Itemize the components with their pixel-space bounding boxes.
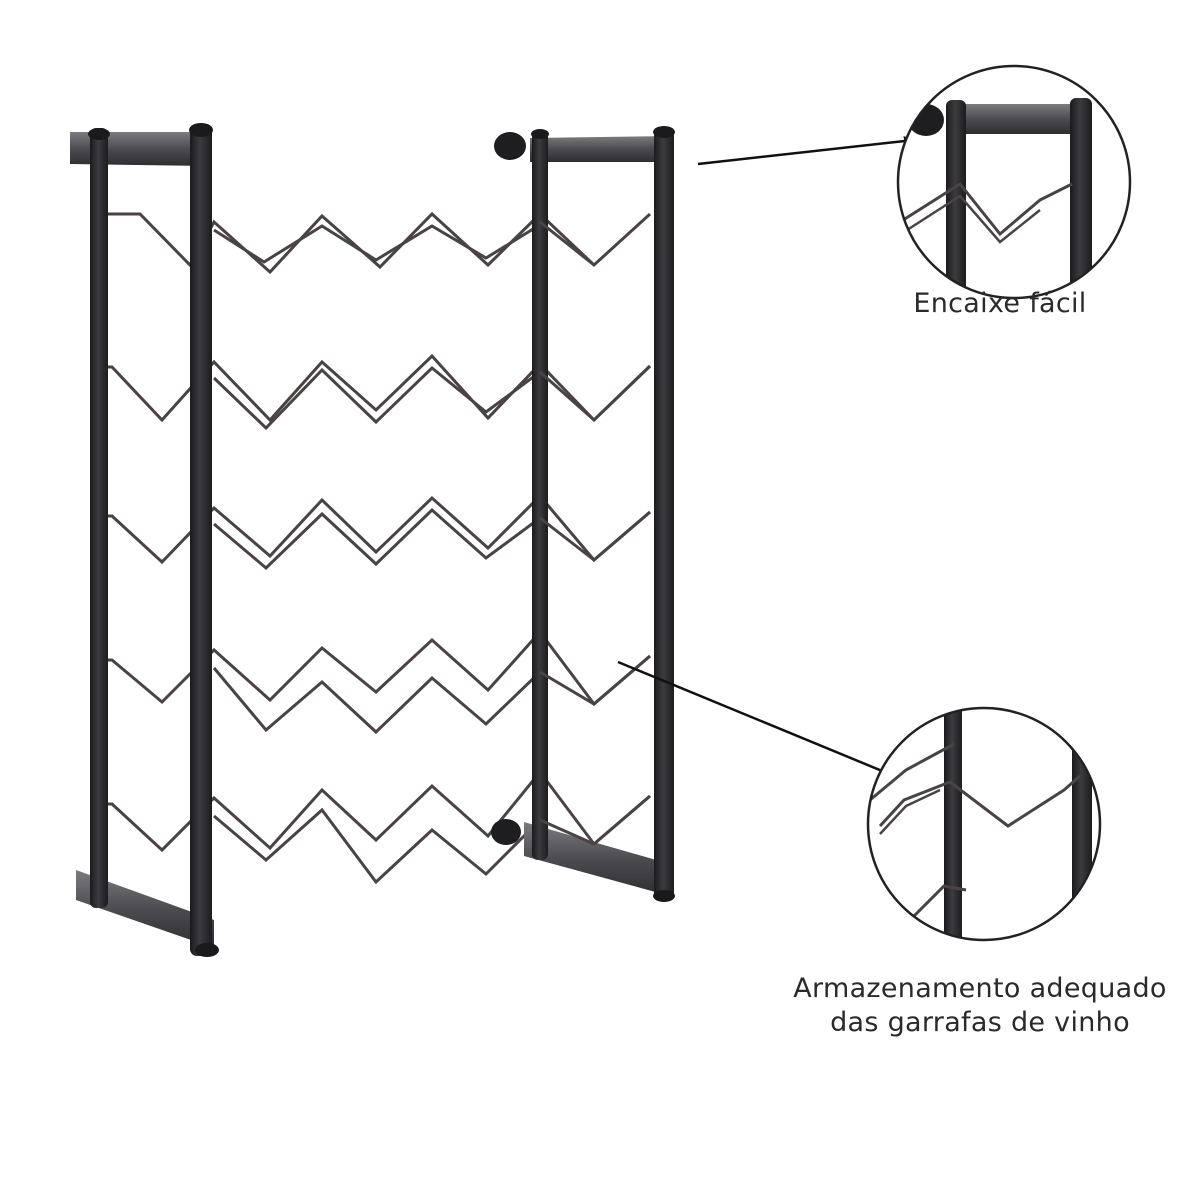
left-post-outer xyxy=(90,128,108,908)
wire-row-4b xyxy=(212,667,542,735)
caption-easy-fit: Encaixe fácil xyxy=(913,288,1087,319)
callout-arrow-bottom xyxy=(617,660,906,782)
right-top-bracket xyxy=(530,136,674,162)
left-bottom-bracket xyxy=(76,870,214,948)
right-bottom-bracket xyxy=(524,822,670,896)
wire-row-1b xyxy=(213,224,539,264)
right-frame xyxy=(491,126,675,902)
right-post-outer xyxy=(654,128,674,900)
right-bottom-knob xyxy=(491,819,521,845)
wire-row-5a xyxy=(100,769,651,853)
wire-row-5b xyxy=(213,807,542,885)
wire-row-2b xyxy=(212,365,541,431)
wire-shelves-back xyxy=(100,211,652,885)
right-top-knob xyxy=(494,132,526,160)
callout-arrow-top xyxy=(697,136,916,166)
wire-row-4a xyxy=(100,629,651,707)
right-post-inner xyxy=(532,130,548,860)
wire-row-3b xyxy=(213,507,541,571)
wire-row-2a xyxy=(100,353,652,423)
wire-row-3a xyxy=(100,493,651,565)
wire-row-1a xyxy=(100,211,652,275)
left-frame xyxy=(70,123,219,957)
detail-circle-top xyxy=(896,64,1132,300)
wire-shelves-front xyxy=(539,220,652,846)
left-post-inner xyxy=(190,124,212,956)
caption-bottle-storage-line1: Armazenamento adequado xyxy=(793,973,1167,1004)
detail-circle-bottom xyxy=(866,706,1102,942)
caption-bottle-storage: Armazenamento adequado das garrafas de v… xyxy=(760,972,1200,1040)
caption-bottle-storage-line2: das garrafas de vinho xyxy=(830,1007,1130,1038)
